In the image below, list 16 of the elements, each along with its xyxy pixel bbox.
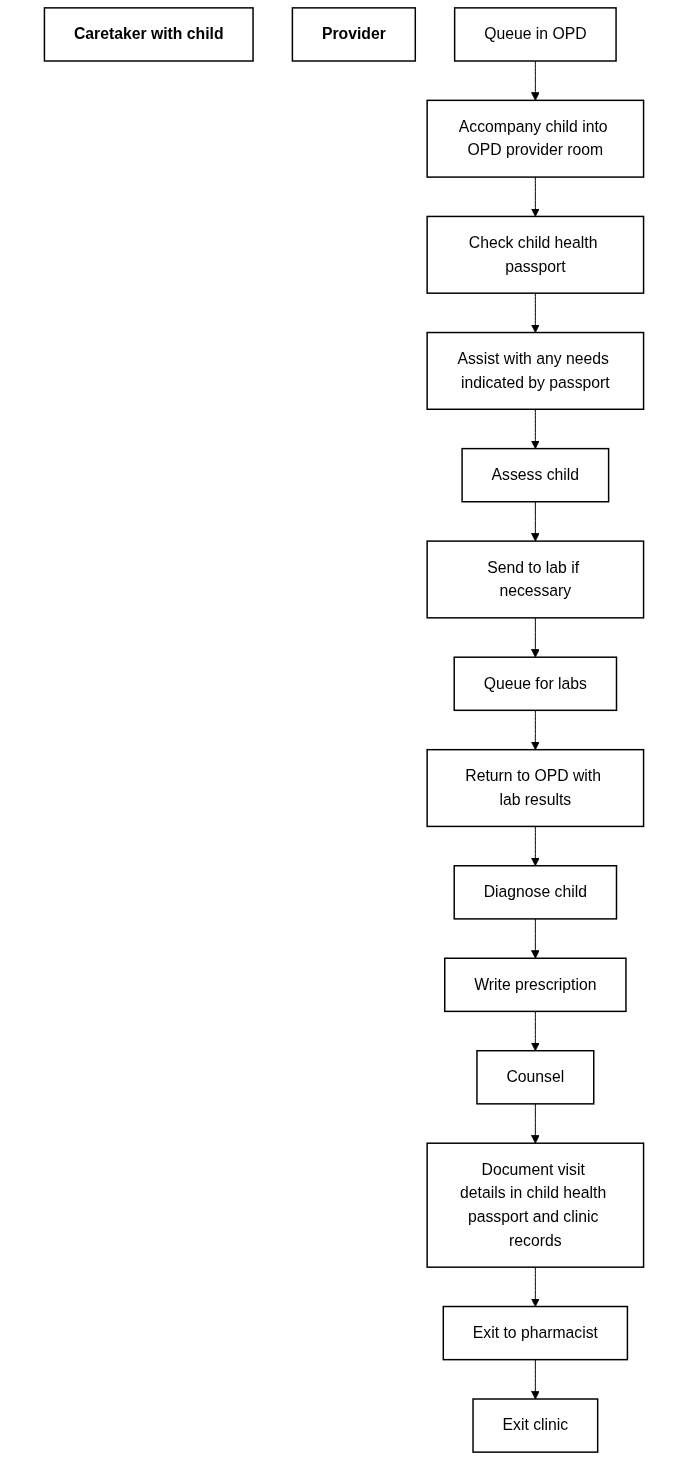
node-box: Diagnose child — [453, 865, 618, 920]
node-box: Write prescription — [444, 957, 627, 1013]
node-box: Provider — [291, 7, 417, 62]
node-box: Exit to pharmacist — [442, 1305, 629, 1361]
node-box: Counsel — [476, 1050, 595, 1105]
node-box: Return to OPD with lab results — [426, 748, 645, 828]
node-box: Accompany child into OPD provider room — [426, 99, 645, 178]
node-box: Caretaker with child — [43, 7, 254, 62]
node-box: Assess child — [461, 447, 610, 503]
node-box: Send to lab if necessary — [426, 540, 645, 619]
node-box: Assist with any needs indicated by passport — [426, 331, 645, 410]
node-box: Document visit details in child health passport and clinic records — [426, 1142, 645, 1268]
node-box: Queue in OPD — [453, 7, 617, 62]
node-box: Check child health passport — [426, 215, 645, 294]
node-box: Exit clinic — [472, 1398, 599, 1453]
node-box: Queue for labs — [453, 656, 618, 712]
